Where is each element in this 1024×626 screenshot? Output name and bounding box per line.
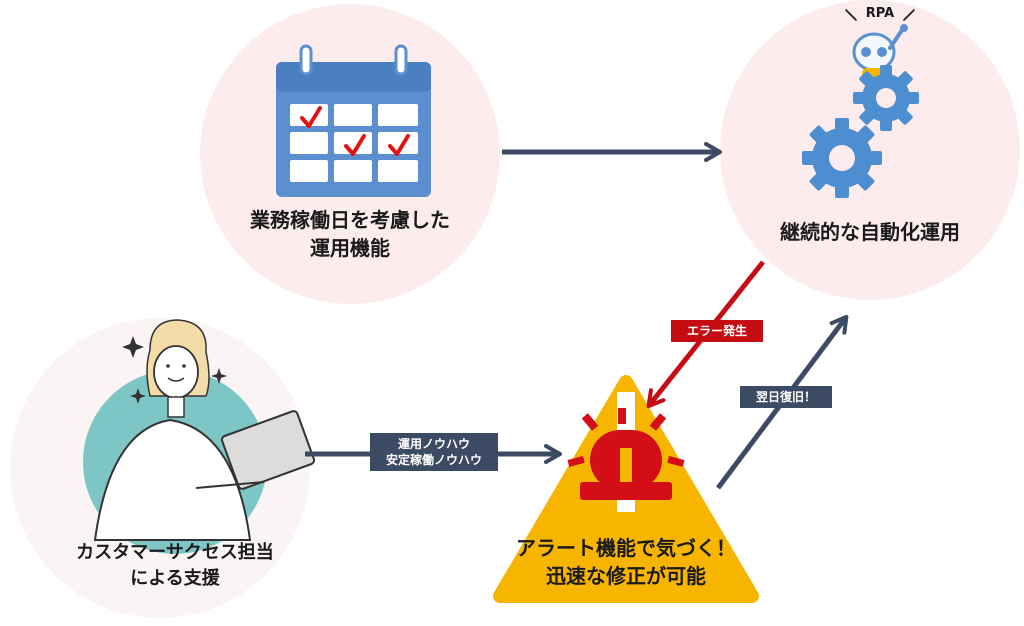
gear-small-icon	[853, 65, 919, 131]
recovery-edge-label: 翌日復旧！	[740, 386, 832, 408]
knowhow-edge-label: 運用ノウハウ 安定稼働ノウハウ	[370, 433, 498, 471]
gear-large-icon	[802, 118, 882, 198]
siren-lamp-icon	[567, 408, 685, 500]
alert-line1: アラート機能で気づく！	[516, 536, 736, 560]
automation-node-label: 継続的な自動化運用	[740, 218, 1000, 246]
knowhow-line1: 運用ノウハウ	[397, 437, 470, 451]
alert-line2: 迅速な修正が可能	[546, 564, 706, 588]
schedule-node-label: 業務稼働日を考慮した 運用機能	[210, 206, 490, 262]
rpa-badge: RPA	[865, 6, 895, 21]
support-line2: による支援	[130, 568, 220, 589]
rpa-badge-marks	[845, 9, 915, 21]
support-line1: カスタマーサクセス担当	[76, 542, 274, 563]
alert-node-label: アラート機能で気づく！ 迅速な修正が可能	[486, 534, 766, 590]
calendar-icon	[276, 44, 431, 197]
automation-line1: 継続的な自動化運用	[780, 220, 960, 244]
error-edge-label: エラー発生	[671, 320, 763, 342]
knowhow-line2: 安定稼働ノウハウ	[385, 453, 482, 467]
support-node-label: カスタマーサクセス担当 による支援	[40, 540, 310, 592]
schedule-line1: 業務稼働日を考慮した	[250, 208, 450, 232]
schedule-line2: 運用機能	[310, 236, 390, 260]
person-illustration	[83, 319, 316, 554]
